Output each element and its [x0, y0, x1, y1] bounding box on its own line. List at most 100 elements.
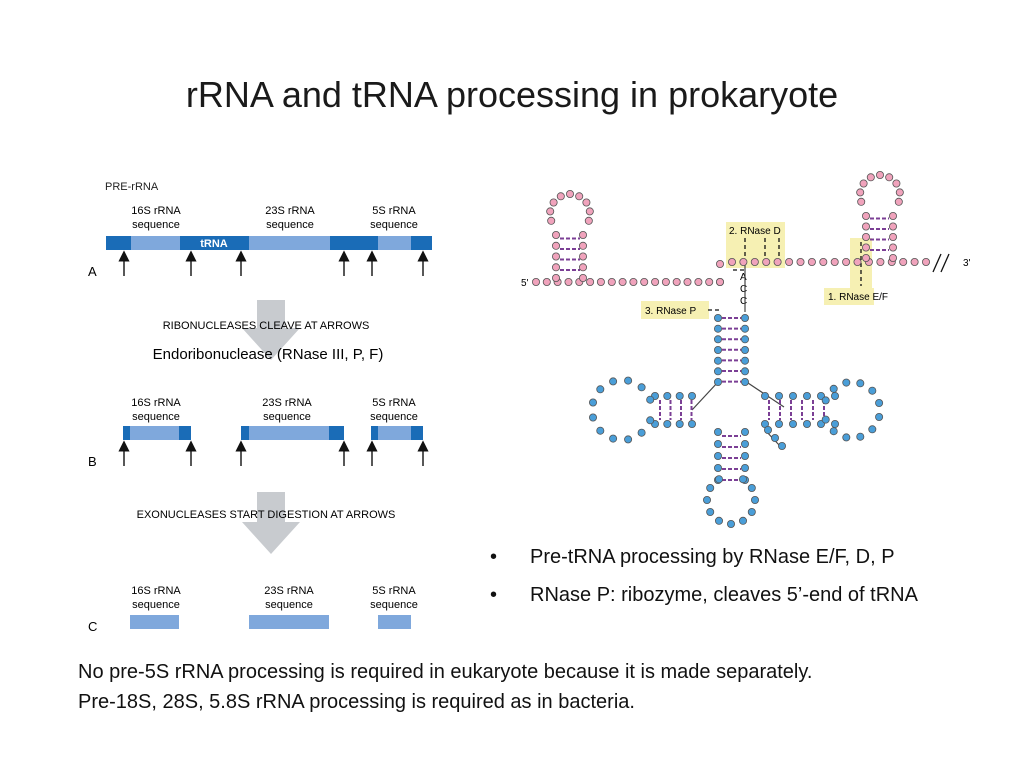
- nucleotide: [646, 416, 655, 425]
- rnase-ef-label: 1. RNase E/F: [828, 292, 888, 303]
- nucleotide: [866, 173, 875, 182]
- nucleotide: [862, 211, 871, 220]
- nucleotide: [609, 434, 618, 443]
- nucleotide: [728, 257, 737, 266]
- nucleotide: [747, 483, 756, 492]
- nucleotide: [586, 277, 595, 286]
- nucleotide: [856, 432, 865, 441]
- nucleotide: [714, 345, 723, 354]
- nucleotide: [739, 516, 748, 525]
- nucleotide: [803, 419, 812, 428]
- nucleotide: [579, 252, 588, 261]
- nucleotide: [646, 395, 655, 404]
- nucleotide: [727, 520, 736, 529]
- nucleotide: [803, 391, 812, 400]
- nucleotide: [875, 398, 884, 407]
- nucleotide: [675, 391, 684, 400]
- nucleotide: [899, 257, 908, 266]
- nucleotide: [714, 451, 723, 460]
- nucleotide: [741, 367, 750, 376]
- nucleotide: [889, 253, 898, 262]
- nucleotide: [663, 419, 672, 428]
- label-16s-a-seq: sequence: [132, 219, 180, 231]
- nucleotide: [629, 277, 638, 286]
- nucleotide: [764, 425, 773, 434]
- nucleotide: [856, 188, 865, 197]
- nucleotide: [672, 277, 681, 286]
- nucleotide: [640, 277, 649, 286]
- nucleotide: [596, 277, 605, 286]
- nucleotide: [892, 179, 901, 188]
- label-23s-a-seq: sequence: [266, 219, 314, 231]
- nucleotide: [703, 495, 712, 504]
- nucleotide: [715, 475, 724, 484]
- nucleotide: [859, 179, 868, 188]
- nucleotide: [618, 277, 627, 286]
- label-16s-a: 16S rRNA: [131, 205, 181, 217]
- nucleotide: [868, 386, 877, 395]
- label-16s-c-seq: sequence: [132, 599, 180, 611]
- row-label-c: C: [88, 619, 97, 634]
- nucleotide: [842, 433, 851, 442]
- nucleotide: [552, 263, 561, 272]
- rnase-d-label: 2. RNase D: [729, 226, 781, 237]
- acc-letter-a: A: [740, 272, 747, 283]
- nucleotide: [750, 257, 759, 266]
- nucleotide: [739, 257, 748, 266]
- label-5s-b: 5S rRNA: [372, 397, 416, 409]
- label-23s-a: 23S rRNA: [265, 205, 315, 217]
- base-pair-layer: [560, 217, 889, 481]
- nucleotide: [829, 384, 838, 393]
- nucleotide: [796, 257, 805, 266]
- nucleotide: [624, 376, 633, 385]
- rnase-p-label: 3. RNase P: [645, 306, 696, 317]
- nucleotide: [741, 427, 750, 436]
- nucleotide: [741, 439, 750, 448]
- nucleotide: [876, 170, 885, 179]
- nucleotide: [829, 427, 838, 436]
- nucleotide: [789, 419, 798, 428]
- row-label-b: B: [88, 454, 97, 469]
- nucleotide: [862, 253, 871, 262]
- nucleotide: [715, 516, 724, 525]
- acc-letter-c2: C: [740, 296, 747, 307]
- nucleotide: [889, 222, 898, 231]
- nucleotide: [741, 451, 750, 460]
- step1-text: RIBONUCLEASES CLEAVE AT ARROWS: [163, 320, 370, 332]
- bullet-item: •RNase P: ribozyme, cleaves 5’-end of tR…: [490, 581, 1010, 619]
- nucleotide: [714, 427, 723, 436]
- nucleotide: [547, 216, 556, 225]
- label-16s-c: 16S rRNA: [131, 585, 181, 597]
- label-16s-b: 16S rRNA: [131, 397, 181, 409]
- nucleotide: [819, 257, 828, 266]
- nucleotide: [910, 257, 919, 266]
- nucleotide-layer: [532, 170, 931, 529]
- nucleotide: [714, 324, 723, 333]
- nucleotide: [716, 277, 725, 286]
- nucleotide: [564, 277, 573, 286]
- trna-backbone-lines: [691, 262, 785, 447]
- rnase-p-highlight: [641, 301, 709, 319]
- nucleotide: [688, 391, 697, 400]
- slide-title: rRNA and tRNA processing in prokaryote: [185, 74, 839, 115]
- nucleotide: [596, 426, 605, 435]
- nucleotide: [579, 263, 588, 272]
- nucleotide: [552, 230, 561, 239]
- nucleotide: [789, 391, 798, 400]
- nucleotide: [741, 463, 750, 472]
- step1-note: Endoribonuclease (RNase III, P, F): [153, 346, 384, 363]
- nucleotide: [582, 198, 591, 207]
- nucleotide: [739, 475, 748, 484]
- nucleotide: [556, 192, 565, 201]
- nucleotide: [532, 277, 541, 286]
- label-5s-b-seq: sequence: [370, 411, 418, 423]
- mature-rrna-bars: [130, 615, 411, 629]
- label-23s-c-seq: sequence: [265, 599, 313, 611]
- label-5s-c-seq: sequence: [370, 599, 418, 611]
- nucleotide: [885, 173, 894, 182]
- nucleotide: [584, 216, 593, 225]
- pre-rrna-bar: [106, 236, 432, 250]
- nucleotide: [889, 211, 898, 220]
- nucleotide: [624, 435, 633, 444]
